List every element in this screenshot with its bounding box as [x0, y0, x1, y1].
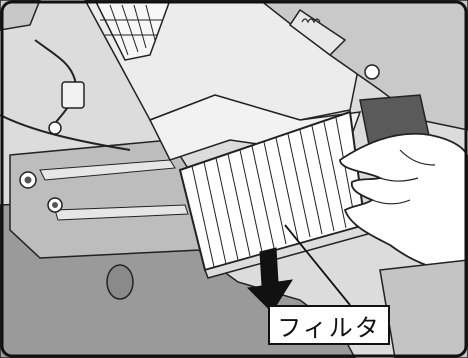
bolt-center-icon: [52, 202, 58, 208]
screw-hole: [365, 65, 379, 79]
connector-plug: [62, 82, 84, 108]
filter-callout-label: フィルタ: [268, 305, 390, 345]
clip-icon: [49, 122, 61, 134]
floor-hole: [107, 265, 133, 299]
console-side: [380, 260, 468, 358]
bolt-center-icon: [25, 177, 32, 184]
